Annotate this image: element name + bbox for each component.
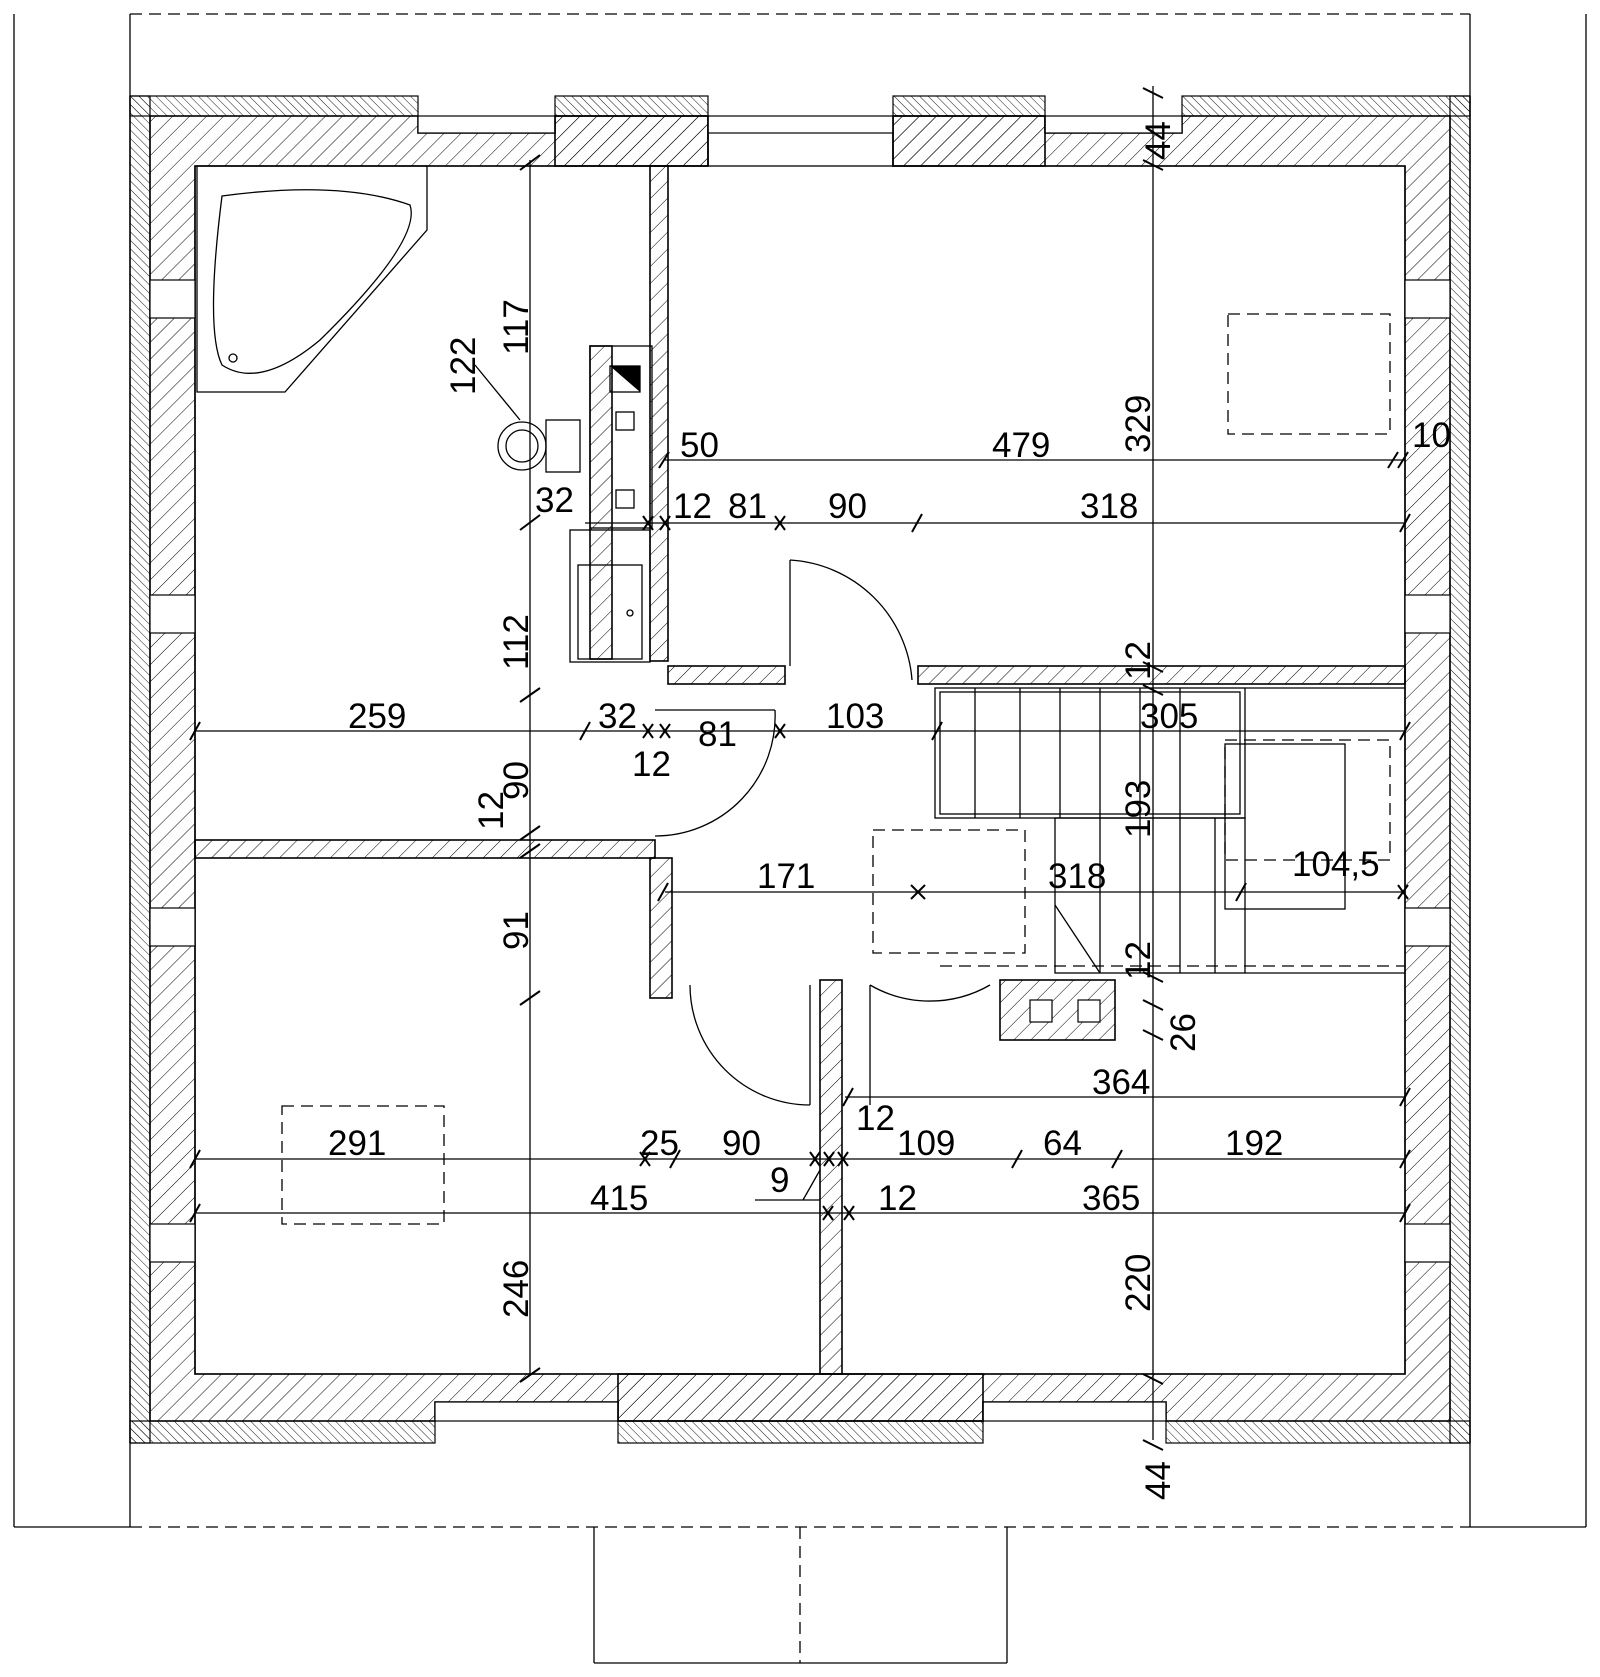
dim-12-upper: 12 (673, 487, 712, 526)
dim-365: 365 (1082, 1179, 1140, 1218)
washbasin-icon (569, 529, 651, 663)
dimension-lines (189, 86, 1411, 1451)
dim-415: 415 (590, 1179, 648, 1218)
dim-117: 117 (497, 299, 536, 355)
exterior-walls (149, 115, 1451, 1422)
chimney-block (589, 345, 653, 529)
dim-246: 246 (497, 1260, 536, 1318)
dimension-labels: 44 44 117 122 50 479 329 10 32 12 81 90 … (328, 121, 1451, 1500)
dim-112: 112 (497, 614, 536, 670)
dim-479: 479 (992, 426, 1050, 465)
dim-192: 192 (1225, 1124, 1283, 1163)
dim-90-upper: 90 (828, 487, 867, 526)
doors (654, 559, 991, 1106)
dim-64: 64 (1043, 1124, 1082, 1163)
dim-364: 364 (1092, 1063, 1150, 1102)
dim-171: 171 (757, 857, 815, 896)
dim-90-lower: 90 (722, 1124, 761, 1163)
bathtub-icon (196, 165, 428, 393)
dim-44-bottom: 44 (1139, 1461, 1178, 1500)
dim-12-stair-top: 12 (1119, 641, 1158, 680)
dim-90-vertical: 90 (497, 761, 536, 800)
dim-12-vertical: 12 (472, 791, 511, 830)
dim-259: 259 (348, 697, 406, 736)
balcony (593, 1527, 1008, 1664)
dim-220: 220 (1119, 1254, 1158, 1312)
dim-318-lower: 318 (1048, 857, 1106, 896)
dim-12-door: 12 (856, 1099, 895, 1138)
dim-12-hall: 12 (632, 745, 671, 784)
dim-10: 10 (1412, 416, 1451, 455)
dim-32-upper: 32 (535, 481, 574, 520)
dim-32-lower: 32 (598, 697, 637, 736)
dim-305: 305 (1140, 697, 1198, 736)
dim-81-upper: 81 (728, 487, 767, 526)
dim-26: 26 (1164, 1013, 1203, 1052)
dim-50: 50 (680, 426, 719, 465)
staircase (934, 687, 1405, 974)
toilet-icon (497, 419, 581, 473)
dim-9: 9 (770, 1161, 789, 1200)
dim-25: 25 (640, 1124, 679, 1163)
dim-81-lower: 81 (698, 715, 737, 754)
dim-329: 329 (1119, 395, 1158, 453)
dim-12-wall: 12 (878, 1179, 917, 1218)
dim-12-stair-bottom: 12 (1119, 941, 1158, 980)
dim-122: 122 (444, 337, 483, 395)
dim-103: 103 (826, 697, 884, 736)
dim-318-upper: 318 (1080, 487, 1138, 526)
insulation-layer (129, 95, 1471, 1444)
dim-291: 291 (328, 1124, 386, 1163)
dim-109: 109 (897, 1124, 955, 1163)
dim-104-5: 104,5 (1292, 845, 1380, 884)
dim-44-top: 44 (1139, 121, 1178, 160)
dim-91: 91 (497, 911, 536, 950)
cross-marks (639, 515, 1409, 1221)
dim-193: 193 (1119, 780, 1158, 838)
skylights (281, 313, 1391, 1225)
